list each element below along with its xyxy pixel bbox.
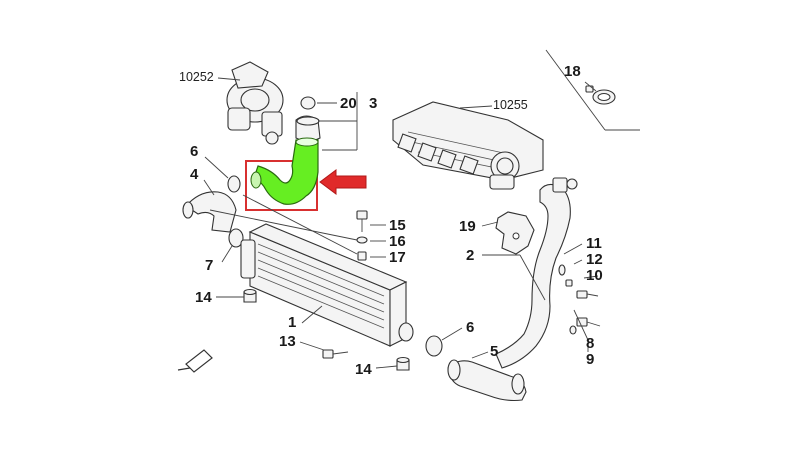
bolt-nut-part <box>569 317 601 335</box>
callout-14-left: 14 <box>195 289 212 306</box>
bolt-part <box>322 349 349 359</box>
hose-clamp-part <box>425 335 443 357</box>
lower-hose-part <box>447 359 527 402</box>
callout-1: 1 <box>288 314 297 331</box>
red-pointer-arrow <box>319 169 367 195</box>
callout-10: 10 <box>586 267 603 284</box>
callout-15: 15 <box>389 217 406 234</box>
callout-16: 16 <box>389 233 406 250</box>
callout-12: 12 <box>586 251 603 268</box>
charge-pipe-part <box>495 177 578 369</box>
hose-clamp-part <box>585 85 616 105</box>
intake-manifold-part <box>392 101 544 190</box>
callout-13: 13 <box>279 333 296 350</box>
hose-clamp-part <box>227 175 241 193</box>
highlight-box <box>245 160 318 211</box>
callout-3: 3 <box>369 95 378 112</box>
callout-6-bottom: 6 <box>466 319 475 336</box>
intercooler-part <box>240 223 414 347</box>
callout-9: 9 <box>586 351 595 368</box>
hose-clamp-part <box>228 228 244 248</box>
callout-10255: 10255 <box>493 98 528 112</box>
turbocharger-part <box>226 61 284 145</box>
section-divider-line <box>545 49 606 131</box>
callout-5: 5 <box>490 343 499 360</box>
callout-10252: 10252 <box>179 70 214 84</box>
callout-7: 7 <box>205 257 214 274</box>
callout-14-bottom: 14 <box>355 361 372 378</box>
callout-19: 19 <box>459 218 476 235</box>
callout-17: 17 <box>389 249 406 266</box>
highlighted-hose-part <box>250 137 319 205</box>
direction-arrow <box>177 349 213 373</box>
rubber-mount-part <box>396 356 410 371</box>
callout-20: 20 <box>340 95 357 112</box>
callout-4: 4 <box>190 166 199 183</box>
connector-ring-part <box>295 96 321 142</box>
bracket-part <box>495 211 535 255</box>
callout-11: 11 <box>586 235 602 252</box>
rubber-mount-part <box>243 288 257 303</box>
callout-2: 2 <box>466 247 475 264</box>
clamp-bolt-set-part <box>558 264 599 299</box>
callout-6-top: 6 <box>190 143 199 160</box>
callout-8: 8 <box>586 335 595 352</box>
callout-18: 18 <box>564 63 581 80</box>
elbow-hose-part <box>182 191 237 233</box>
bolt-washer-nut-part <box>356 210 368 261</box>
